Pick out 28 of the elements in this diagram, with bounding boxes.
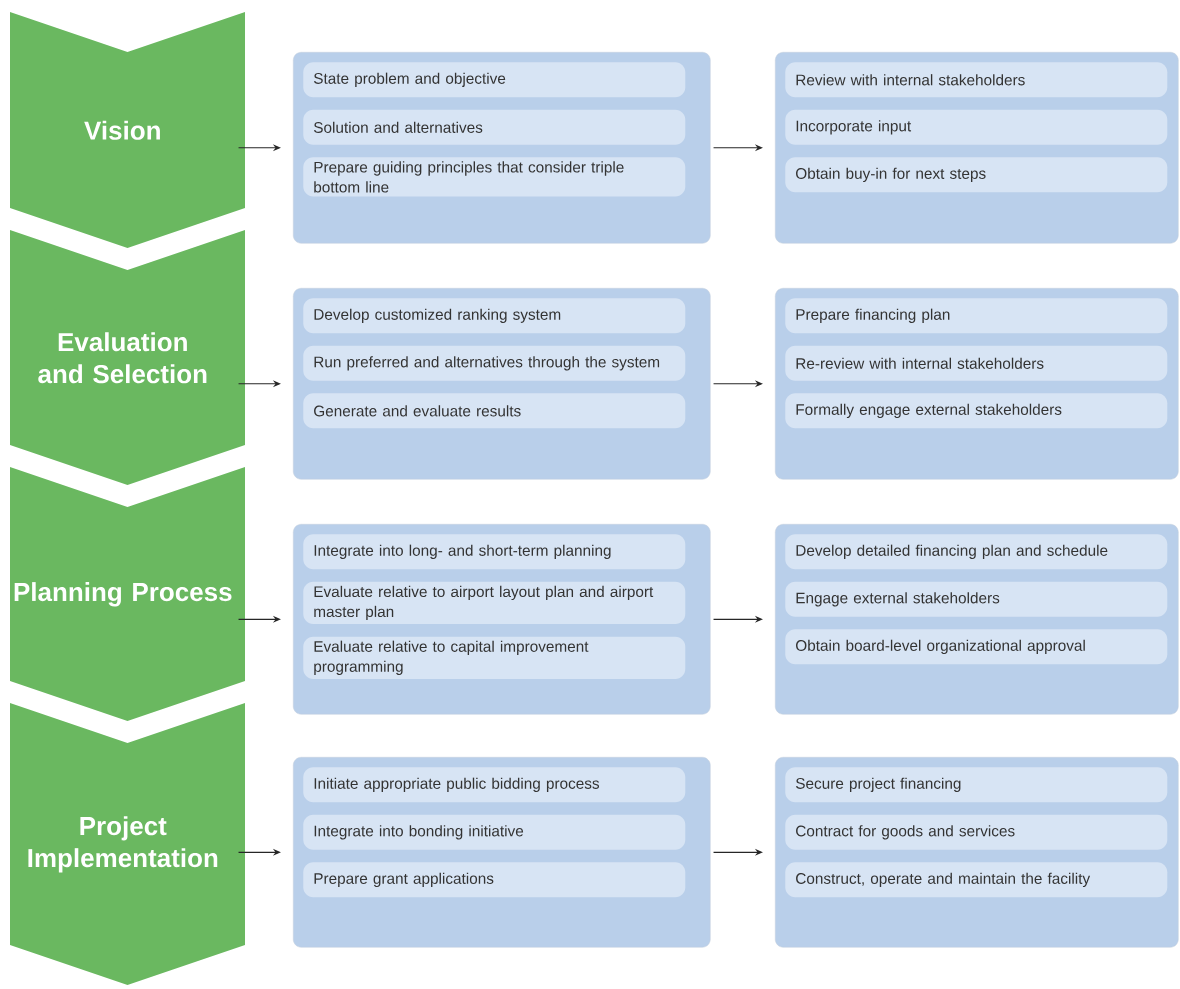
step-item: Evaluate relative to airport layout plan and airport master plan xyxy=(303,581,686,625)
step-item: Construct, operate and maintain the facility xyxy=(785,862,1168,898)
step-item: Integrate into bonding initiative xyxy=(303,814,686,850)
step-item: Evaluate relative to capital improvement programming xyxy=(303,636,686,679)
step-item: Obtain board-level organizational approval xyxy=(785,629,1168,665)
step-item: State problem and objective xyxy=(303,62,686,98)
step-item: Initiate appropriate public bidding process xyxy=(303,767,686,803)
step-item: Engage external stakeholders xyxy=(785,581,1168,617)
step-item: Obtain buy-in for next steps xyxy=(785,157,1168,193)
chevron-step: Evaluation and Selection xyxy=(10,230,245,485)
step-item: Develop customized ranking system xyxy=(303,298,686,334)
step-item: Prepare guiding principles that consider triple bottom line xyxy=(303,157,686,197)
step-item: Incorporate input xyxy=(785,109,1168,145)
step-item: Prepare grant applications xyxy=(303,862,686,898)
chevron-step: Vision xyxy=(10,12,245,248)
step-item: Solution and alternatives xyxy=(303,109,686,145)
step-item: Re-review with internal stakeholders xyxy=(785,345,1168,381)
step-item: Integrate into long- and short-term planning xyxy=(303,534,686,570)
chevron-step: Planning Process xyxy=(10,467,245,721)
chevron-step: Project Implementation xyxy=(10,703,245,985)
step-item: Run preferred and alternatives through the system xyxy=(303,345,686,381)
step-item: Formally engage external stakeholders xyxy=(785,393,1168,429)
step-item: Secure project financing xyxy=(785,767,1168,803)
step-item: Review with internal stakeholders xyxy=(785,62,1168,98)
step-item: Prepare financing plan xyxy=(785,298,1168,334)
step-item: Contract for goods and services xyxy=(785,814,1168,850)
step-item: Generate and evaluate results xyxy=(303,393,686,429)
step-item: Develop detailed financing plan and schedule xyxy=(785,534,1168,570)
